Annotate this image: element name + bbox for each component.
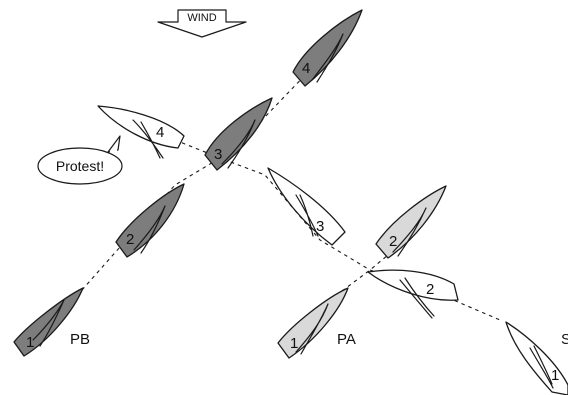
pb-track	[81, 69, 311, 291]
s-boat-1: 1	[505, 321, 568, 395]
wind-label: WIND	[187, 12, 216, 24]
pb-boat-4: 4	[292, 9, 363, 87]
pb-position-3: 3	[214, 146, 222, 163]
pb-boat-4-ghost: 4	[97, 105, 185, 159]
pa-position-1: 1	[290, 335, 298, 352]
s-boat-2: 2	[367, 269, 459, 319]
s-position-2: 2	[426, 281, 434, 298]
protest-bubble: Protest!	[37, 135, 123, 185]
pb-ghost-position: 4	[156, 124, 164, 141]
pb-boat-3: 3	[204, 97, 273, 171]
wind-arrow: WIND	[157, 9, 247, 38]
pa-position-2: 2	[389, 233, 397, 250]
s-label: S	[561, 331, 568, 348]
pb-position-1: 1	[26, 334, 34, 351]
s-position-3: 3	[316, 218, 324, 235]
pa-label: PA	[337, 331, 356, 348]
pb-position-2: 2	[126, 231, 134, 248]
protest-text: Protest!	[56, 158, 104, 174]
pb-label: PB	[70, 331, 90, 348]
pa-boat-1: 1	[277, 287, 349, 359]
pb-boat-1: 1	[13, 287, 84, 357]
s-position-1: 1	[551, 367, 559, 384]
pa-boat-2: 2	[375, 185, 447, 259]
pb-position-4: 4	[302, 60, 310, 77]
pb-boat-2: 2	[115, 183, 185, 258]
s-boat-3: 3	[267, 167, 346, 246]
